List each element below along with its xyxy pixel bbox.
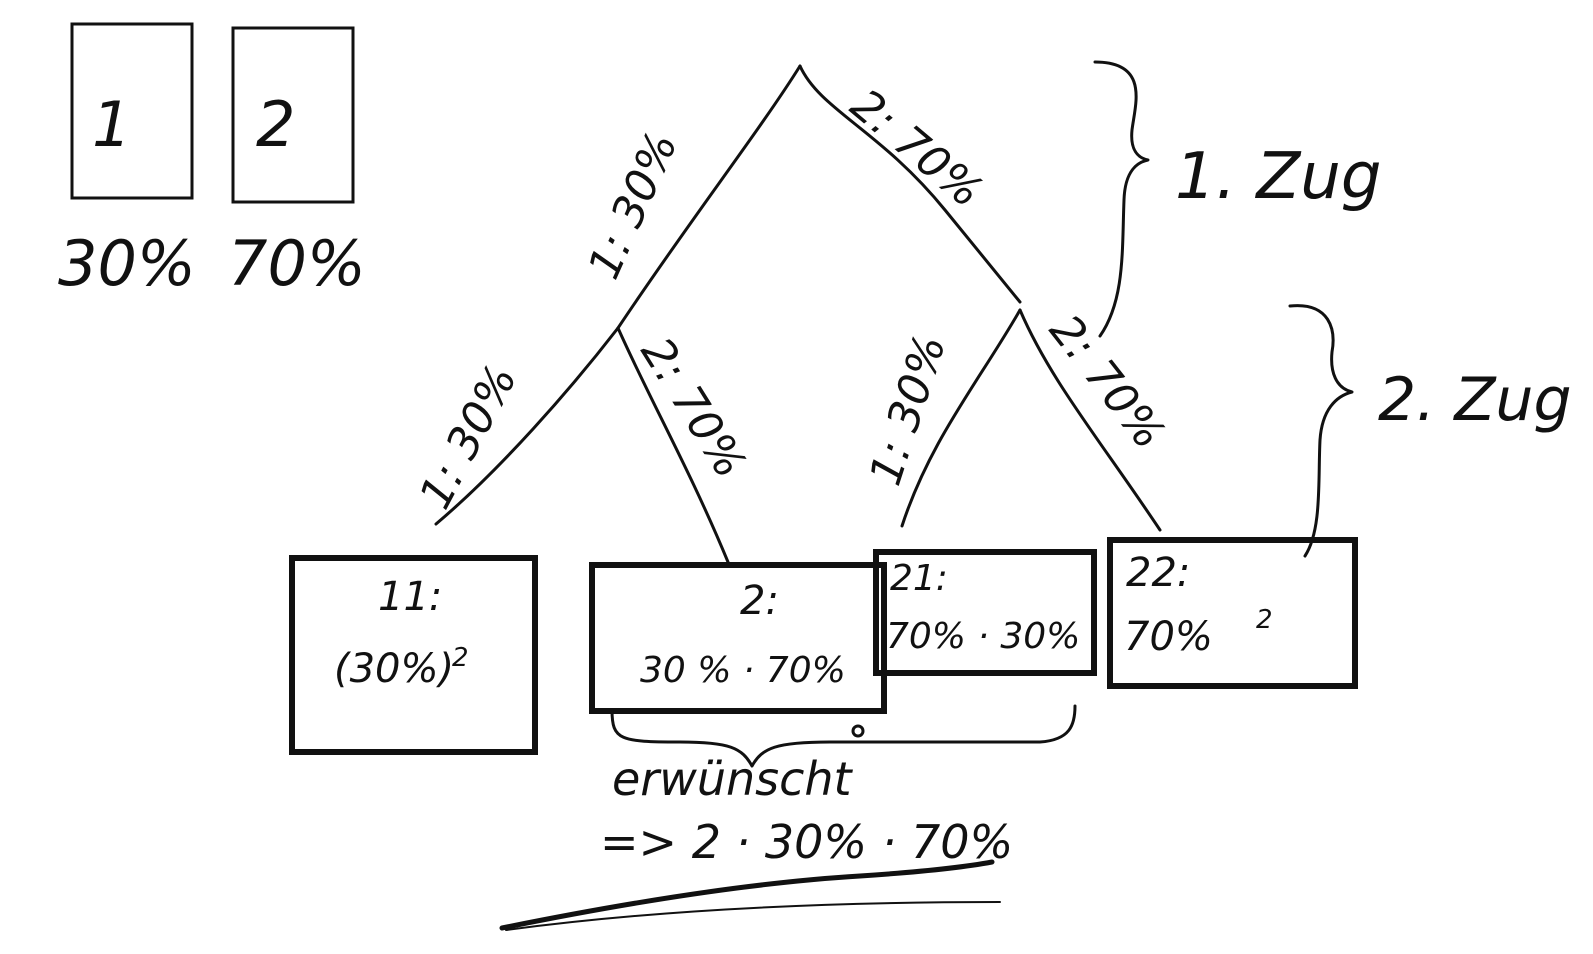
summary-underline-2: [505, 901, 1001, 931]
branch-second-21: [900, 308, 1022, 528]
outcome-box-11: 11: (30%) 2: [289, 555, 538, 755]
outcome-22-exponent: 2: [1256, 605, 1273, 635]
stray-dot: [851, 724, 865, 738]
outcome-11-head: 11:: [378, 574, 442, 620]
summary-word: erwünscht: [612, 752, 854, 806]
brace-desired-outcomes: [610, 704, 1077, 768]
label-first-branch-2: 2: 70%: [841, 79, 992, 217]
outcome-21-head: 21:: [890, 558, 948, 599]
urn-card-2: 2: [231, 26, 355, 204]
branch-second-11: [434, 326, 620, 526]
outcome-22-head: 22:: [1126, 550, 1190, 596]
label-second-branch-21: 1: 30%: [860, 329, 956, 492]
outcome-box-21: 21: 70% · 30%: [873, 549, 1097, 676]
brace-second-draw: [1288, 304, 1354, 558]
outcome-12-formula: 30 % · 70%: [640, 650, 846, 691]
urn-card-1: 1: [70, 22, 194, 200]
branch-second-12: [616, 326, 730, 564]
outcome-11-exponent: 2: [452, 643, 469, 673]
outcome-box-22: 22: 70% 2: [1107, 537, 1358, 689]
summary-result: => 2 · 30% · 70%: [600, 815, 1013, 869]
label-first-draw: 1. Zug: [1175, 140, 1381, 214]
outcome-22-formula: 70%: [1124, 614, 1213, 660]
label-second-branch-12: 2: 70%: [631, 329, 756, 487]
branch-second-22: [1018, 308, 1162, 532]
urn-card-1-share: 30%: [58, 227, 196, 300]
tree-branches: [434, 64, 1162, 564]
branch-first-2: [798, 64, 1022, 304]
urn-card-1-number: 1: [92, 88, 131, 161]
outcome-box-12: 2: 30 % · 70%: [589, 562, 887, 714]
urn-card-2-number: 2: [256, 88, 295, 161]
brace-first-draw: [1093, 60, 1150, 338]
outcome-21-formula: 70% · 30%: [886, 616, 1080, 657]
outcome-11-formula: (30%): [334, 646, 454, 692]
urn-card-2-share: 70%: [228, 227, 366, 300]
summary-underline-1: [499, 859, 995, 931]
label-first-branch-1: 1: 30%: [578, 124, 687, 286]
label-second-draw: 2. Zug: [1378, 365, 1572, 435]
outcome-12-head: 2:: [740, 578, 779, 624]
branch-first-1: [616, 64, 802, 330]
